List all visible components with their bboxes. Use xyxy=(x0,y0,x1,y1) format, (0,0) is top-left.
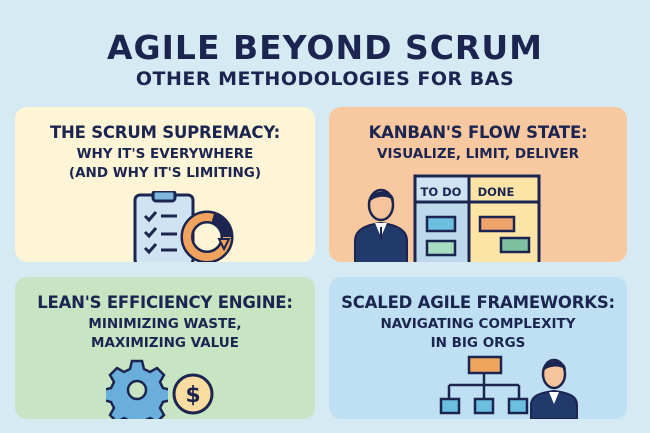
kanban-board-icon xyxy=(413,174,541,262)
card-heading: LEAN'S EFFICIENCY ENGINE: xyxy=(37,293,293,312)
svg-text:$: $ xyxy=(185,383,200,408)
clipboard-cycle-icon xyxy=(133,191,234,262)
gear-icon xyxy=(106,359,168,419)
card-line: MINIMIZING WASTE, xyxy=(88,316,242,332)
card-line: (AND WHY IT'S LIMITING) xyxy=(68,165,262,181)
card-scaled: SCALED AGILE FRAMEWORKS: NAVIGATING COMP… xyxy=(329,277,627,419)
card-scrum: THE SCRUM SUPREMACY: WHY IT'S EVERYWHERE… xyxy=(15,107,315,262)
org-chart-icon xyxy=(439,355,529,415)
page-subtitle: OTHER METHODOLOGIES FOR BAS xyxy=(135,68,515,90)
card-line: MAXIMIZING VALUE xyxy=(91,335,239,351)
kanban-column-done: DONE xyxy=(477,185,515,199)
card-heading: SCALED AGILE FRAMEWORKS: xyxy=(341,293,615,312)
kanban-column-todo: TO DO xyxy=(420,185,462,199)
dollar-coin-icon: $ xyxy=(172,373,214,415)
card-lean: LEAN'S EFFICIENCY ENGINE: MINIMIZING WAS… xyxy=(15,277,315,419)
card-heading: THE SCRUM SUPREMACY: xyxy=(49,123,281,142)
card-heading: KANBAN'S FLOW STATE: xyxy=(368,123,588,142)
card-kanban: KANBAN'S FLOW STATE: VISUALIZE, LIMIT, D… xyxy=(329,107,627,262)
card-line: NAVIGATING COMPLEXITY xyxy=(380,316,576,332)
person-icon xyxy=(354,188,408,262)
card-line: IN BIG ORGS xyxy=(430,335,526,351)
person-icon xyxy=(530,358,578,419)
card-line: VISUALIZE, LIMIT, DELIVER xyxy=(377,146,579,162)
page-title: AGILE BEYOND SCRUM xyxy=(107,28,543,67)
card-line: WHY IT'S EVERYWHERE xyxy=(76,146,254,162)
